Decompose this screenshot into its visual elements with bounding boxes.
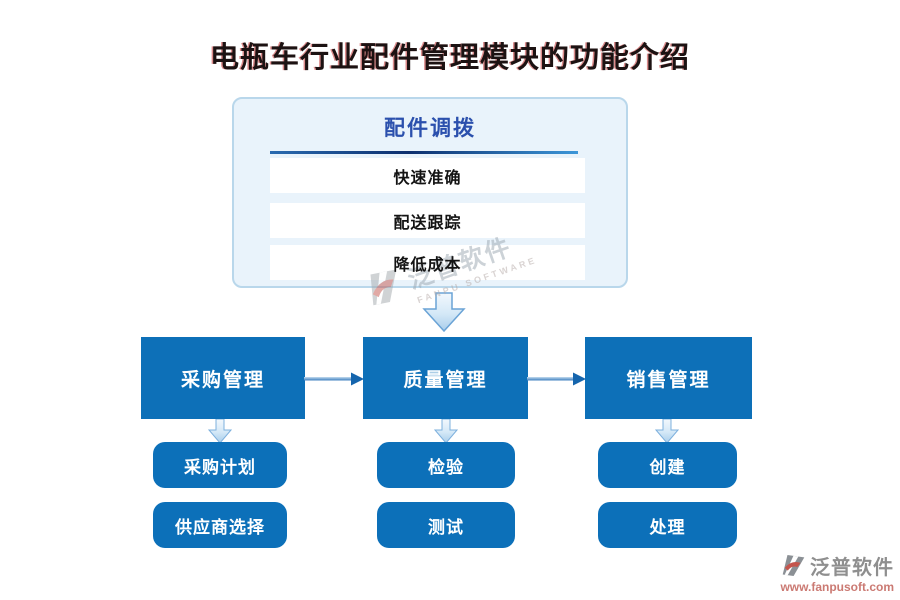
flow-node-label: 质量管理 xyxy=(403,369,488,391)
flow-node-sales-management: 销售管理 xyxy=(585,337,752,419)
panel-title: 配件调拨 xyxy=(384,117,476,140)
sub-node-label: 处理 xyxy=(649,517,686,537)
panel-title-underline xyxy=(270,151,578,154)
down-arrow-icon xyxy=(422,292,466,333)
parts-allocation-panel: 配件调拨 快速准确 配送跟踪 降低成本 xyxy=(232,97,628,288)
sub-node-label: 创建 xyxy=(649,457,686,477)
panel-row: 快速准确 xyxy=(270,158,585,193)
sub-node-create: 创建 xyxy=(598,442,737,488)
flow-node-quality-management: 质量管理 xyxy=(363,337,528,419)
sub-node-label: 采购计划 xyxy=(184,457,256,477)
flow-node-label: 销售管理 xyxy=(626,369,711,391)
page-title: 电瓶车行业配件管理模块的功能介绍 xyxy=(209,42,690,74)
right-arrow-icon xyxy=(304,371,364,387)
panel-row: 配送跟踪 xyxy=(270,203,585,238)
sub-node-supplier-selection: 供应商选择 xyxy=(153,502,287,548)
right-arrow-icon xyxy=(527,371,586,387)
flow-node-label: 采购管理 xyxy=(180,369,265,391)
sub-node-process: 处理 xyxy=(598,502,737,548)
footer-brand-name: 泛普软件 xyxy=(810,557,894,579)
sub-node-label: 检验 xyxy=(428,457,464,477)
flow-node-purchase-management: 采购管理 xyxy=(141,337,305,419)
footer-website: www.fanpusoft.com xyxy=(780,580,894,594)
panel-row-label: 快速准确 xyxy=(393,169,462,187)
down-arrow-icon xyxy=(208,419,232,444)
fanpu-footer-logo: 泛普软件 www.fanpusoft.com xyxy=(780,551,894,594)
down-arrow-icon xyxy=(434,419,458,444)
sub-node-label: 供应商选择 xyxy=(175,517,265,537)
sub-node-testing: 测试 xyxy=(377,502,515,548)
panel-row-label: 降低成本 xyxy=(393,256,462,274)
fanpu-logo-icon xyxy=(782,554,805,576)
sub-node-label: 测试 xyxy=(428,517,464,537)
panel-row-label: 配送跟踪 xyxy=(393,214,462,232)
sub-node-inspection: 检验 xyxy=(377,442,515,488)
down-arrow-icon xyxy=(655,419,679,444)
panel-row: 降低成本 xyxy=(270,245,585,280)
sub-node-purchase-plan: 采购计划 xyxy=(153,442,287,488)
